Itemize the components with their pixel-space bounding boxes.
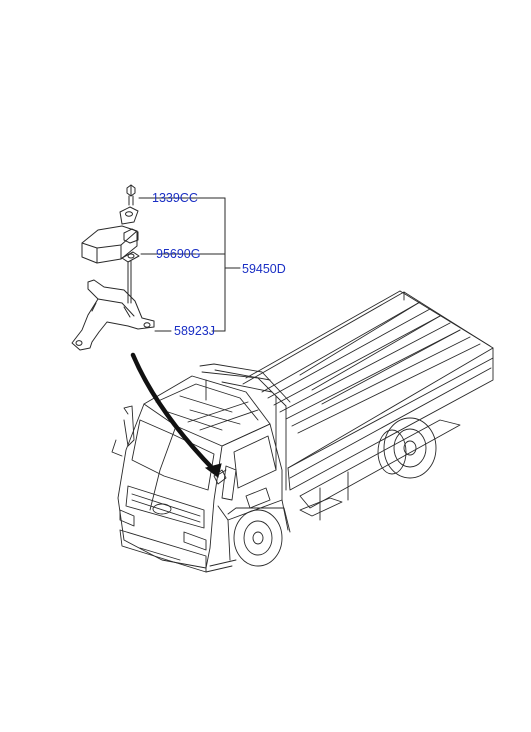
truck-illustration (111, 290, 494, 573)
location-arrow (130, 352, 222, 478)
part-label-59450d[interactable]: 59450D (242, 262, 286, 276)
part-label-58923j[interactable]: 58923J (174, 324, 216, 338)
bolt-part (126, 184, 136, 206)
leader-lines (138, 197, 241, 332)
part-label-1339cc[interactable]: 1339CC (152, 191, 198, 205)
sensor-part (81, 206, 140, 304)
part-label-95690g[interactable]: 95690G (156, 247, 201, 261)
bracket-part (71, 279, 155, 351)
